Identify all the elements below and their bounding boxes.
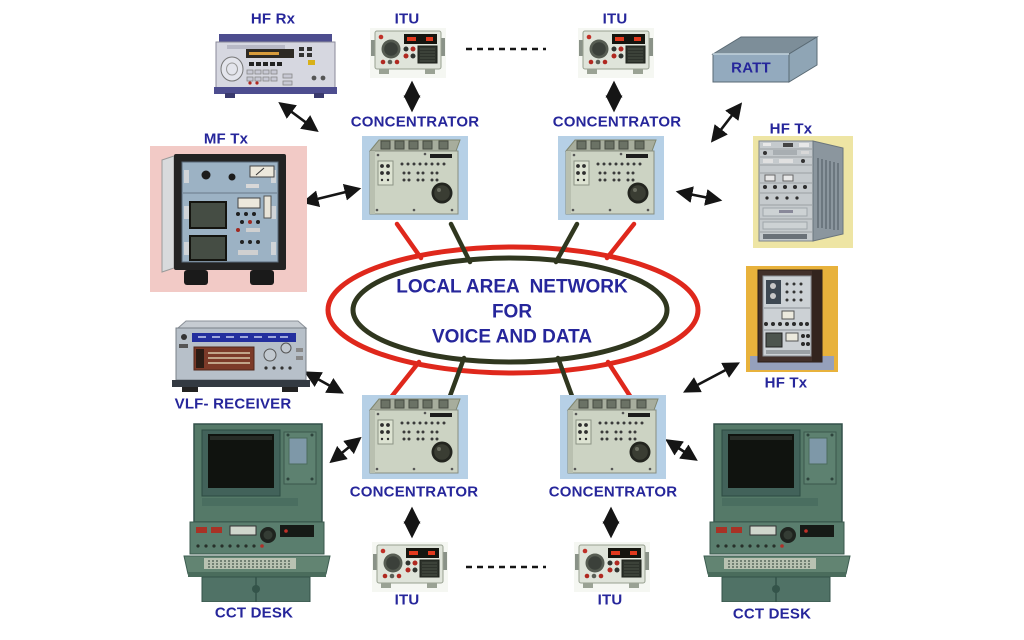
concentrator-device-image-top-right (558, 136, 664, 220)
itu-top-right-label: ITU (602, 10, 628, 28)
itu-device-image-top-left (370, 28, 446, 78)
concentrator-top-left-label: CONCENTRATOR (350, 113, 480, 131)
arrow-cct-left-concentrator (329, 436, 362, 464)
cct-desk-image-right (702, 422, 852, 602)
itu-bottom-right-label: ITU (597, 591, 623, 609)
hf-rx-label: HF Rx (250, 10, 296, 28)
concentrator-top-right-label: CONCENTRATOR (552, 113, 682, 131)
arrow-hftx-mid-concentrator (683, 362, 740, 393)
concentrator-device-image-top-left (362, 136, 468, 220)
cct-desk-right-label: CCT DESK (732, 605, 812, 623)
hf-rx-device-image (214, 34, 337, 98)
ratt-label: RATT (731, 59, 771, 77)
itu-bottom-left-label: ITU (394, 591, 420, 609)
lan-title-line2: FOR (491, 301, 533, 323)
concentrator-bottom-left-label: CONCENTRATOR (349, 483, 479, 501)
lan-dark-links (447, 221, 580, 399)
lan-inner-ring (350, 255, 670, 365)
mf-tx-label: MF Tx (203, 130, 249, 148)
cct-desk-image-left (182, 422, 332, 602)
arrow-hfrx-concentrator (278, 101, 319, 133)
cct-desk-left-label: CCT DESK (214, 604, 294, 622)
lan-title: LOCAL AREA NETWORK FOR VOICE AND DATA (332, 275, 692, 350)
hf-tx-mid-device-image (746, 266, 838, 372)
itu-device-image-bottom-left (372, 542, 448, 592)
arrow-cct-right-concentrator (665, 439, 698, 461)
hf-tx-top-label: HF Tx (769, 120, 813, 138)
hf-tx-mid-label: HF Tx (764, 374, 808, 392)
concentrator-device-image-bottom-right (560, 395, 666, 479)
arrow-ratt-concentrator (710, 102, 743, 143)
arrow-mftx-concentrator (301, 184, 362, 207)
lan-title-line3: VOICE AND DATA (431, 326, 593, 348)
itu-dashed-links (466, 47, 546, 569)
arrow-hftx-top-concentrator (675, 186, 723, 206)
itu-device-image-top-right (578, 28, 654, 78)
vlf-receiver-device-image (172, 320, 310, 392)
link-arrows (278, 80, 743, 539)
concentrator-device-image-bottom-left (362, 395, 468, 479)
itu-top-left-label: ITU (394, 10, 420, 28)
lan-title-line1: LOCAL AREA NETWORK (396, 276, 628, 298)
vlf-receiver-label: VLF- RECEIVER (174, 395, 292, 413)
mf-tx-device-image (150, 146, 307, 292)
concentrator-bottom-right-label: CONCENTRATOR (548, 483, 678, 501)
hf-tx-top-device-image (753, 136, 853, 248)
lan-red-links (389, 221, 637, 399)
ratt-box-image (711, 36, 819, 83)
lan-outer-ring (325, 244, 701, 376)
arrow-vlf-concentrator (304, 371, 344, 394)
itu-device-image-bottom-right (574, 542, 650, 592)
